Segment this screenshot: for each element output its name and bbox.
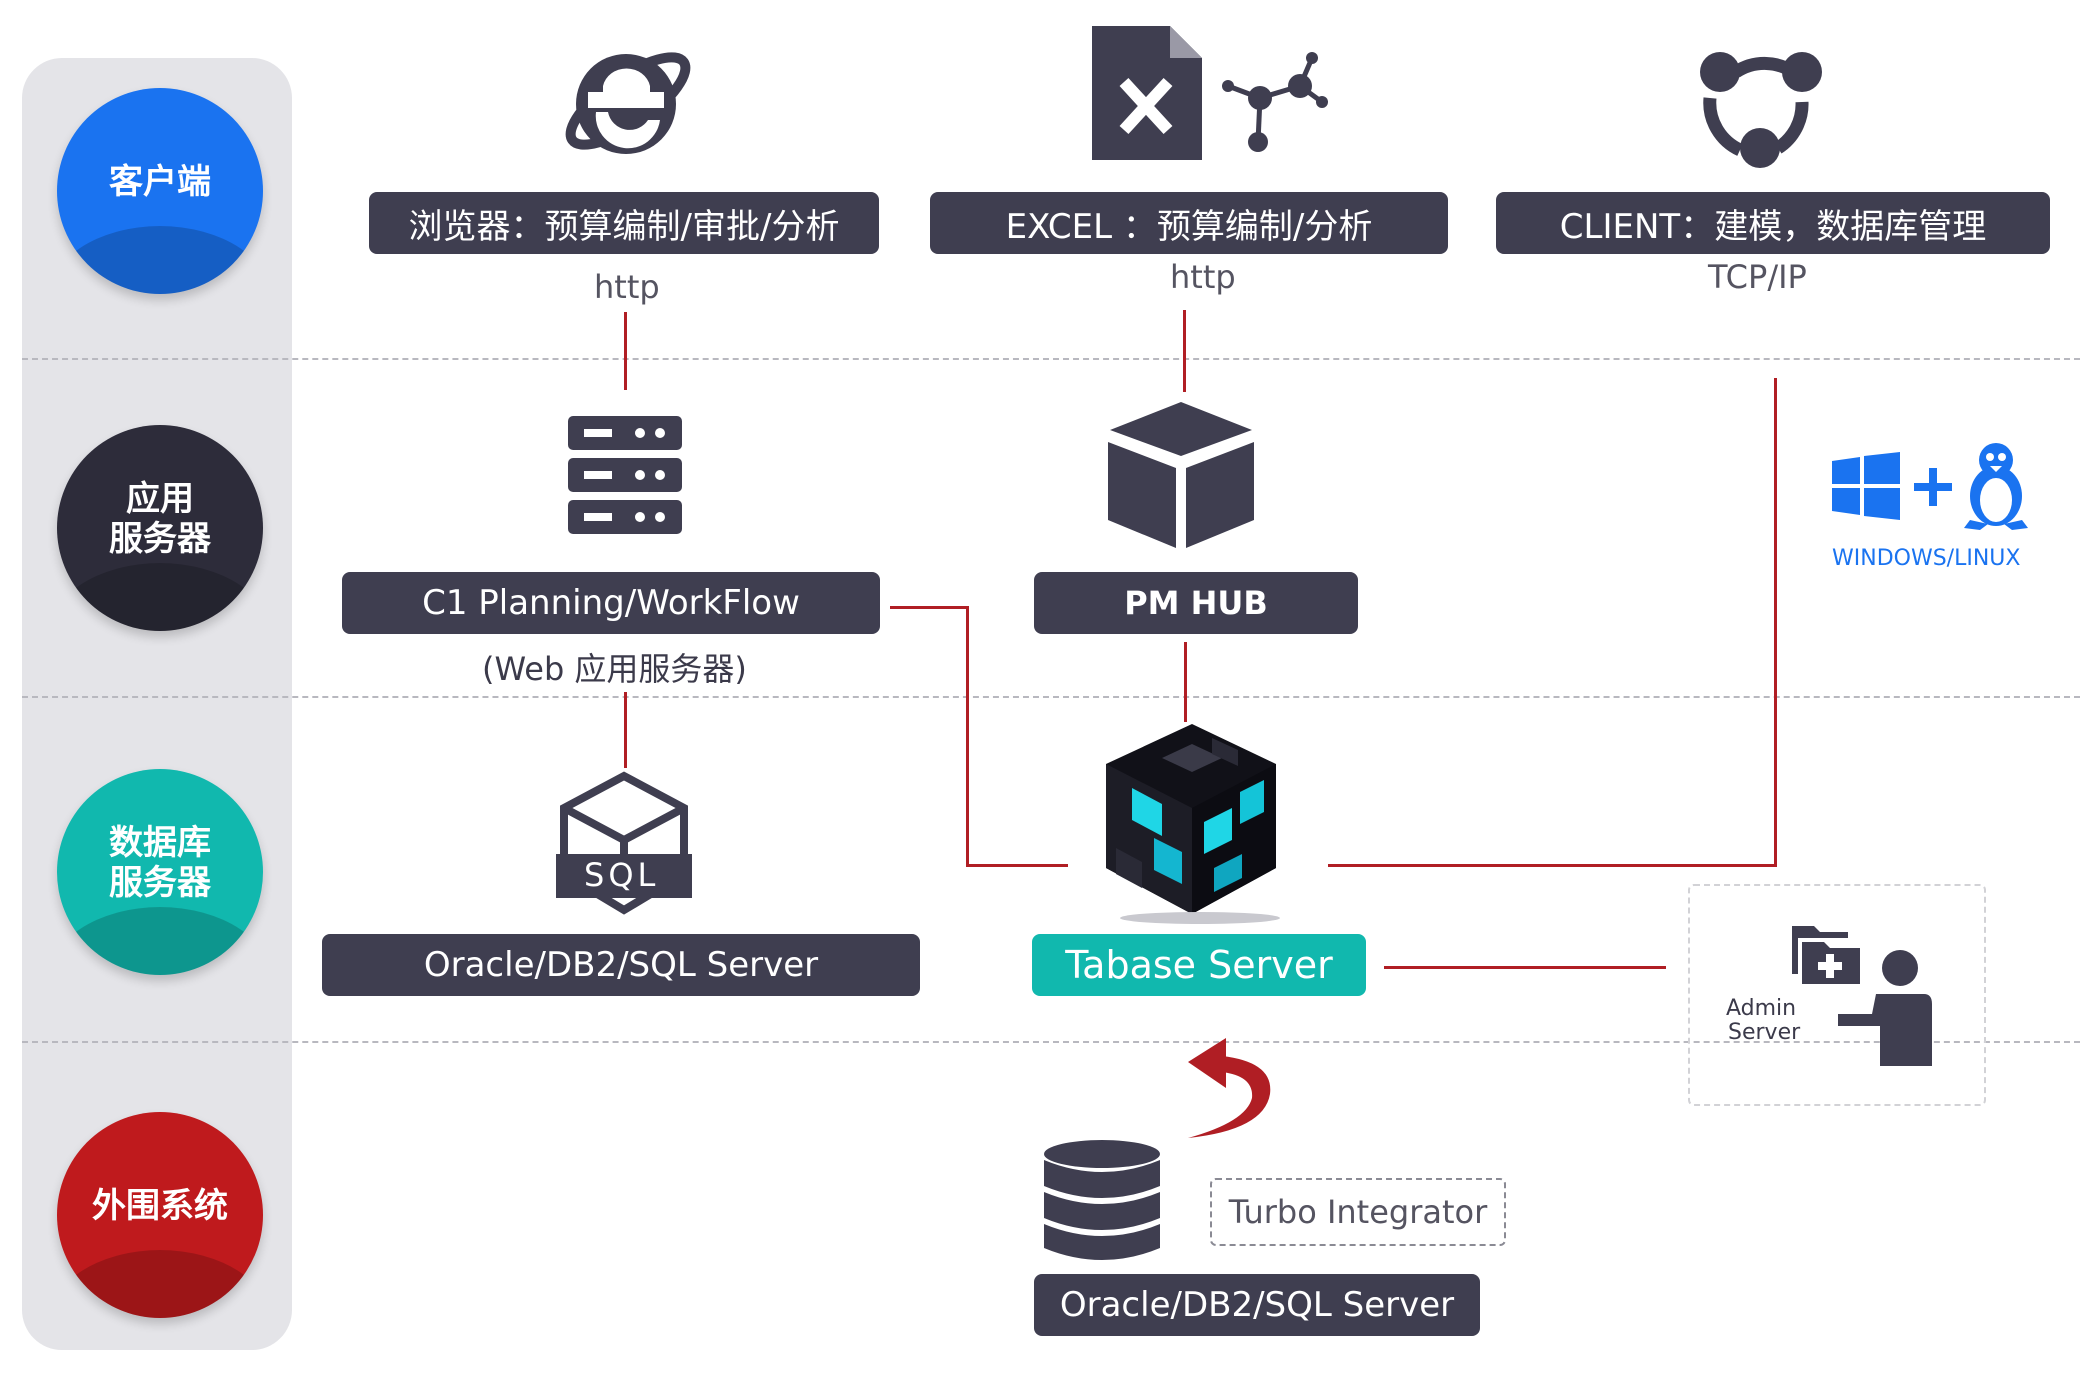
hub-cube-icon (1108, 402, 1254, 548)
connector-planning-tabase (966, 864, 1068, 867)
rdb-label: Oracle/DB2/SQL Server (322, 934, 920, 996)
browser-icon (565, 52, 691, 154)
tier-db-server-badge: 数据库 服务器 (57, 769, 263, 975)
browser-label: 浏览器：预算编制/审批/分析 (369, 192, 879, 254)
windows-icon (1832, 452, 1900, 520)
turbo-integrator-label: Turbo Integrator (1210, 1178, 1506, 1246)
tier-external-badge: 外围系统 (57, 1112, 263, 1318)
excel-protocol: http (1170, 258, 1236, 296)
external-db-label: Oracle/DB2/SQL Server (1034, 1274, 1480, 1336)
tabase-cube-icon (1106, 724, 1280, 924)
excel-icon (1092, 26, 1328, 160)
tier-app-server-label: 应用 服务器 (109, 479, 211, 559)
tier-client-badge: 客户端 (57, 88, 263, 294)
tier-divider (22, 696, 2080, 698)
admin-person-icon (1838, 950, 1932, 1066)
linux-penguin-icon (1964, 443, 2028, 530)
server-rack-icon (568, 416, 682, 534)
tier-app-server-badge: 应用 服务器 (57, 425, 263, 631)
tier-divider (22, 358, 2080, 360)
connector-client-tabase (1774, 378, 1777, 866)
connector-planning-db (624, 692, 627, 768)
admin-label-1: Admin (1726, 996, 1797, 1021)
tier-client-label: 客户端 (109, 162, 211, 202)
excel-label: EXCEL ：预算编制/分析 (930, 192, 1448, 254)
hub-label: PM HUB (1034, 572, 1358, 634)
browser-protocol: http (594, 268, 660, 306)
connector-tabase-admin (1384, 966, 1666, 969)
connector-client-tabase (1328, 864, 1777, 867)
planning-label: C1 Planning/WorkFlow (342, 572, 880, 634)
admin-folder-icon (1792, 926, 1860, 984)
external-database-icon (1044, 1140, 1160, 1260)
planning-sublabel: (Web 应用服务器) (482, 650, 747, 688)
connector-planning-tabase (966, 606, 969, 866)
tier-external-label: 外围系统 (92, 1186, 228, 1226)
os-label: WINDOWS/LINUX (1832, 546, 2021, 571)
tier-db-server-label: 数据库 服务器 (109, 823, 211, 903)
connector-planning-tabase (890, 606, 968, 609)
tabase-label: Tabase Server (1032, 934, 1366, 996)
sql-database-icon (556, 771, 692, 915)
client-connect-icon (1700, 52, 1822, 168)
admin-label-2: Server (1728, 1020, 1801, 1045)
connector-hub-tabase (1184, 642, 1187, 722)
sql-icon-text: SQL (584, 856, 660, 894)
client-protocol: TCP/IP (1708, 258, 1807, 296)
plus-icon (1914, 468, 1952, 506)
connector-excel-hub (1183, 310, 1186, 392)
admin-server-box (1688, 884, 1986, 1106)
client-label: CLIENT：建模，数据库管理 (1496, 192, 2050, 254)
connector-browser-planning (624, 312, 627, 390)
tier-divider (22, 1041, 2080, 1043)
curved-arrow-icon (1188, 1038, 1271, 1138)
